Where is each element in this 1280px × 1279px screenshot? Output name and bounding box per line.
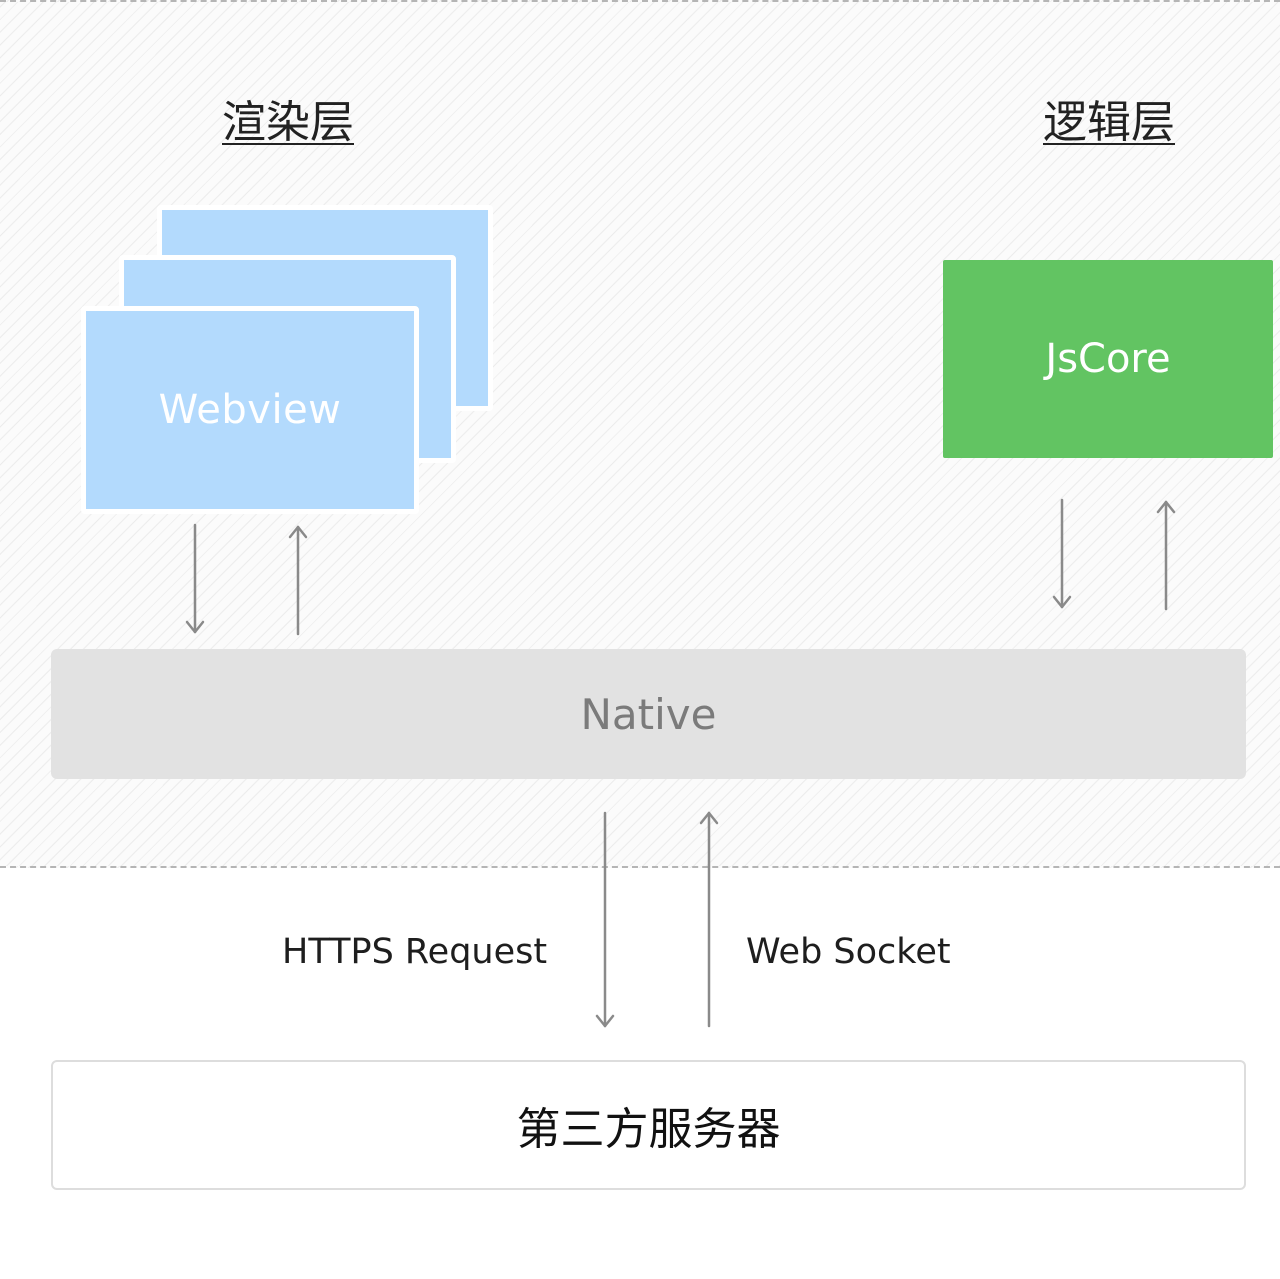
jscore-box: JsCore	[943, 260, 1273, 458]
native-label: Native	[580, 689, 717, 739]
third-party-server-box: 第三方服务器	[51, 1060, 1246, 1190]
native-layer-box: Native	[51, 649, 1246, 779]
webview-label: Webview	[158, 387, 342, 433]
rendering-layer-title: 渲染层	[222, 97, 354, 148]
webview-card-front: Webview	[81, 306, 419, 514]
web-socket-label: Web Socket	[746, 932, 951, 972]
jscore-label: JsCore	[1045, 336, 1171, 382]
third-party-server-label: 第三方服务器	[516, 1104, 781, 1155]
logic-layer-title: 逻辑层	[1043, 97, 1175, 148]
https-request-label: HTTPS Request	[282, 932, 548, 972]
